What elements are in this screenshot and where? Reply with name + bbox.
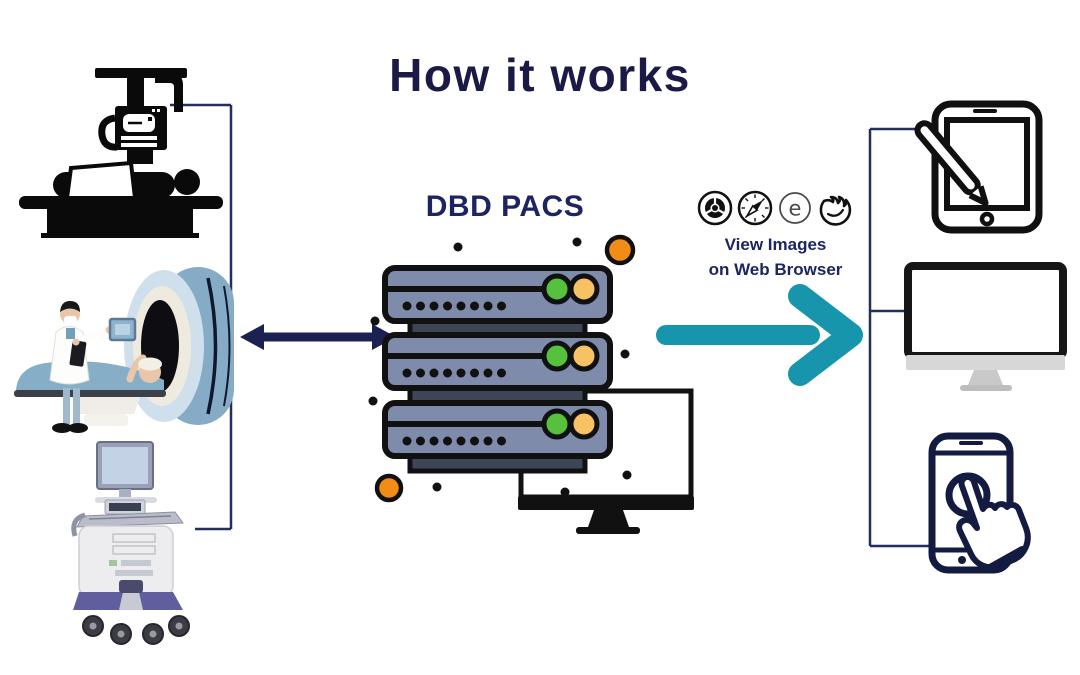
xray-silhouette — [19, 68, 223, 238]
touch-hand-shape — [956, 473, 1031, 571]
xray-head-details — [64, 109, 160, 200]
teal-arrow-shape — [656, 284, 863, 386]
teal-right-arrow — [656, 284, 863, 386]
led-yellow-icon — [568, 273, 600, 305]
caption-line-1: View Images — [724, 235, 827, 254]
server-stack-illustration — [368, 234, 694, 534]
ct-scanner-illustration — [14, 267, 234, 433]
browser-icons-row: e — [696, 188, 856, 228]
ultrasound-cart — [71, 441, 190, 645]
tablet-with-pen-icon — [914, 100, 1043, 234]
stylus-pen-shape — [914, 120, 989, 207]
ct-patient-bed — [14, 354, 166, 426]
browser-caption: View Images on Web Browser — [688, 233, 863, 282]
led-green-icon — [541, 273, 573, 305]
led-green-icon — [541, 340, 573, 372]
decor-dots — [368, 237, 632, 497]
led-green-icon — [541, 408, 573, 440]
xray-machine-illustration — [19, 68, 223, 238]
edge-icon: e — [779, 192, 811, 224]
desktop-monitor-shape — [904, 262, 1067, 391]
led-yellow-icon — [568, 340, 600, 372]
decor-orange-circle — [604, 234, 636, 266]
ultrasound-machine-illustration — [71, 441, 190, 645]
ct-doctor — [49, 301, 137, 433]
caption-line-2: on Web Browser — [708, 259, 843, 279]
svg-text:e: e — [789, 197, 802, 221]
smartphone-touch-icon — [928, 432, 1031, 574]
server-unit-2 — [382, 332, 613, 391]
server-units — [382, 265, 613, 459]
bidirectional-arrow-shape — [240, 324, 396, 350]
ct-gantry — [124, 267, 234, 425]
led-yellow-icon — [568, 408, 600, 440]
desktop-monitor-icon — [904, 262, 1067, 391]
server-unit-1 — [382, 265, 613, 324]
server-label: DBD PACS — [425, 190, 585, 223]
tablet-shape — [931, 100, 1043, 234]
safari-icon — [737, 190, 773, 226]
page-title: How it works — [389, 49, 691, 101]
server-unit-3 — [382, 400, 613, 459]
chrome-icon — [697, 190, 733, 226]
bidirectional-arrow — [240, 324, 396, 350]
firefox-icon — [819, 195, 852, 226]
decor-orange-circle — [374, 473, 404, 503]
